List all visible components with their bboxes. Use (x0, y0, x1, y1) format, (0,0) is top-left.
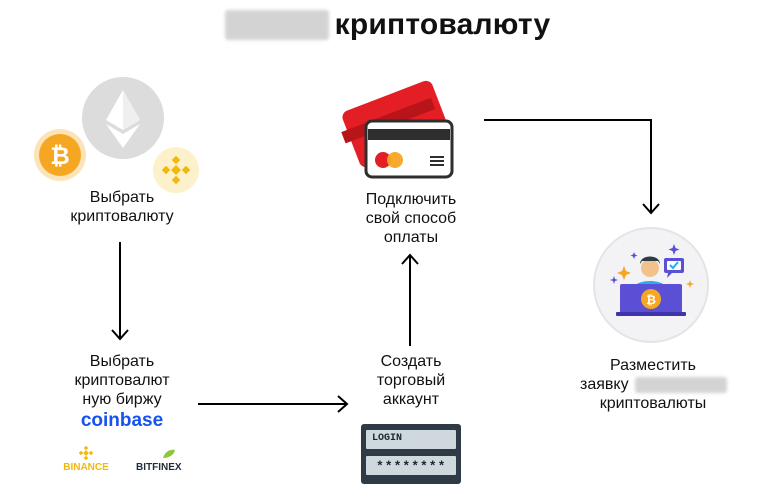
login-label: LOGIN (372, 433, 403, 444)
step-create-account: Создать торговый аккаунт (338, 352, 484, 409)
blurred-order-word (635, 376, 728, 393)
step-connect-payment-line3: оплаты (383, 229, 439, 246)
white-card-icon (364, 119, 454, 179)
step-place-order: Разместить заявку криптовалюты (568, 356, 738, 413)
trader-illustration: ₿ (593, 227, 709, 343)
step-connect-payment-line1: Подключить (365, 191, 457, 208)
payment-cards-illustration (341, 80, 454, 179)
bitfinex-logo-text: BITFINEX (136, 462, 182, 473)
step-choose-crypto-line1: Выбрать (89, 189, 155, 206)
ethereum-icon (82, 77, 164, 159)
step-choose-crypto: Выбрать криптовалюту (40, 188, 204, 226)
svg-text:₿: ₿ (646, 293, 656, 307)
arrow-right-1 (198, 395, 349, 413)
step-choose-exchange-line1: Выбрать (89, 353, 155, 370)
binance-logo-icon (78, 445, 94, 461)
binance-logo-text: BINANCE (63, 462, 109, 473)
svg-text:₿: ₿ (50, 143, 70, 170)
check-bubble-icon (664, 258, 684, 278)
step-create-account-line3: аккаунт (382, 391, 440, 408)
step-create-account-line2: торговый (376, 372, 446, 389)
step-place-order-line2-row: заявку (568, 375, 738, 394)
step-choose-exchange-line2: криптовалют (74, 372, 170, 389)
blurred-title-word (224, 10, 329, 40)
crypto-coins-illustration: ₿ (34, 77, 199, 193)
bitcoin-icon: ₿ (34, 129, 86, 181)
step-place-order-line1: Разместить (609, 357, 697, 374)
login-field: LOGIN (366, 430, 456, 449)
bitfinex-logo: BITFINEX (136, 446, 206, 473)
bitfinex-leaf-icon (163, 449, 175, 458)
step-choose-exchange: Выбрать криптовалют ную биржу (40, 352, 204, 409)
arrow-right-down (484, 119, 660, 215)
page-title: криптовалюту (0, 8, 775, 42)
password-mask: ******** (376, 459, 447, 474)
password-field: ******** (366, 456, 456, 475)
step-connect-payment-line2: свой способ (365, 210, 457, 227)
step-choose-exchange-line3: ную биржу (82, 391, 162, 408)
title-text: криптовалюту (334, 8, 551, 41)
arrow-down-1 (111, 242, 129, 341)
sparkle-icons (610, 244, 694, 288)
step-place-order-line3: криптовалюты (599, 395, 707, 412)
step-connect-payment: Подключить свой способ оплаты (338, 190, 484, 247)
step-choose-crypto-line2: криптовалюту (70, 208, 174, 225)
arrow-up-1 (401, 253, 419, 346)
step-create-account-line1: Создать (380, 353, 442, 370)
laptop-icon: ₿ (616, 284, 686, 316)
binance-logo: BINANCE (56, 445, 116, 473)
step-place-order-line2: заявку (580, 376, 629, 393)
coinbase-logo: coinbase (80, 410, 164, 431)
binance-coin-icon (153, 147, 199, 193)
login-panel-illustration: LOGIN ******** (361, 424, 461, 484)
